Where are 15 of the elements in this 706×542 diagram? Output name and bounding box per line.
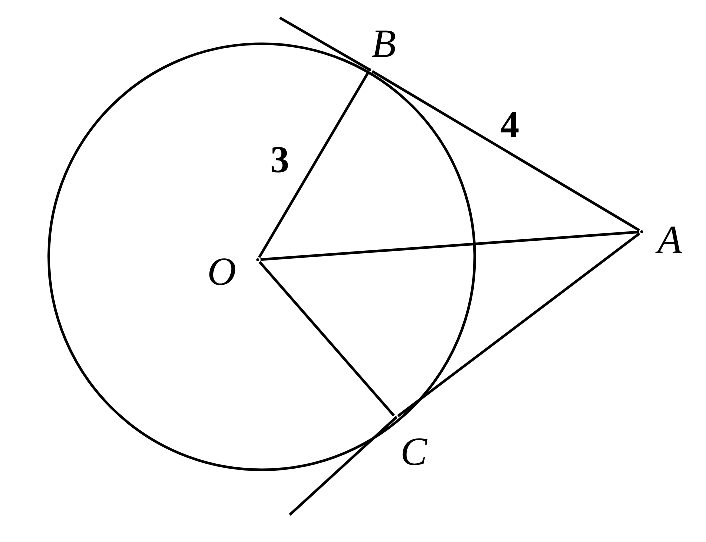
point [368, 68, 372, 72]
length-label: 4 [501, 112, 519, 138]
point [640, 230, 644, 234]
point [394, 416, 398, 420]
length-label: 3 [272, 147, 288, 173]
point [256, 258, 260, 262]
line-segment [258, 72, 370, 258]
point-label: C [402, 438, 428, 466]
line-segment [397, 232, 641, 418]
point-label: O [210, 258, 236, 286]
line-segment [260, 230, 640, 262]
point-label: A [656, 226, 682, 254]
line-segment [372, 70, 640, 232]
line-segment [258, 261, 396, 417]
point-label: B [372, 30, 396, 58]
